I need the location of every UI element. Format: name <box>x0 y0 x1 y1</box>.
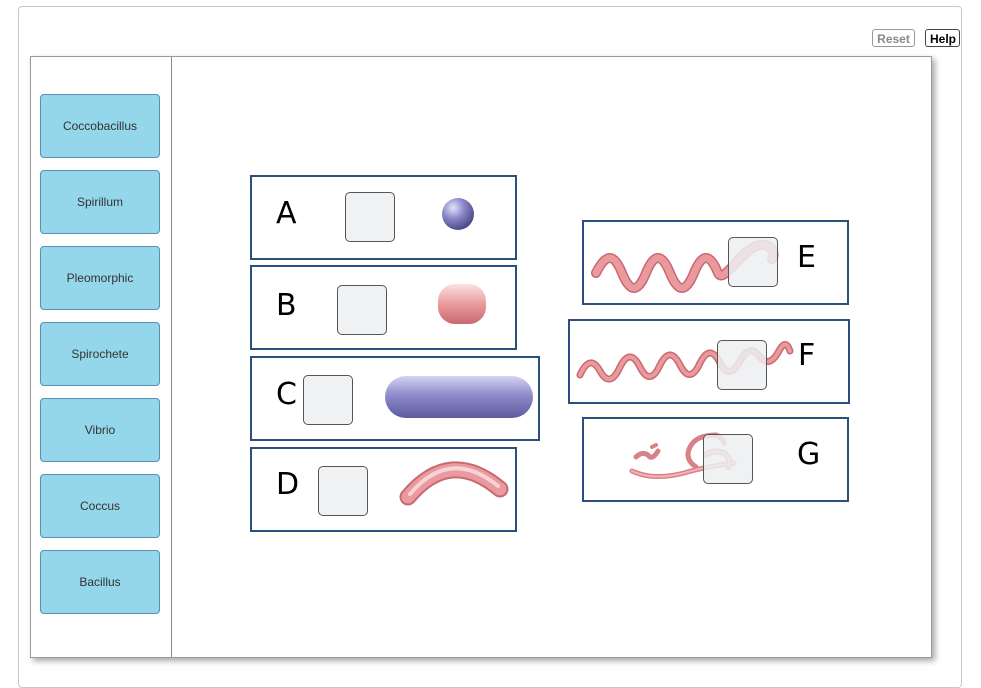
term-coccobacillus[interactable]: Coccobacillus <box>40 94 160 158</box>
labeling-stage: Coccobacillus Spirillum Pleomorphic Spir… <box>30 56 932 658</box>
help-button[interactable]: Help <box>925 29 960 47</box>
target-card-d: D <box>250 447 517 532</box>
term-pleomorphic[interactable]: Pleomorphic <box>40 246 160 310</box>
term-bacillus[interactable]: Bacillus <box>40 550 160 614</box>
drop-zone-d[interactable] <box>318 466 368 516</box>
term-bank: Coccobacillus Spirillum Pleomorphic Spir… <box>31 57 172 657</box>
bacillus-icon <box>385 376 533 418</box>
card-letter: F <box>798 338 816 373</box>
drop-zone-a[interactable] <box>345 192 395 242</box>
drop-zone-e[interactable] <box>728 237 778 287</box>
term-spirochete[interactable]: Spirochete <box>40 322 160 386</box>
card-letter: G <box>797 437 821 472</box>
card-letter: C <box>276 377 297 412</box>
card-letter: D <box>276 467 300 502</box>
coccobacillus-icon <box>438 284 486 324</box>
term-vibrio[interactable]: Vibrio <box>40 398 160 462</box>
target-card-b: B <box>250 265 517 350</box>
term-spirillum[interactable]: Spirillum <box>40 170 160 234</box>
target-card-f: F <box>568 319 850 404</box>
target-card-g: G <box>582 417 849 502</box>
target-card-a: A <box>250 175 517 260</box>
drop-zone-c[interactable] <box>303 375 353 425</box>
vibrio-icon <box>399 461 509 506</box>
term-coccus[interactable]: Coccus <box>40 474 160 538</box>
card-letter: A <box>276 196 297 231</box>
drop-zone-f[interactable] <box>717 340 767 390</box>
card-letter: B <box>276 288 297 323</box>
drop-zone-g[interactable] <box>703 434 753 484</box>
reset-button[interactable]: Reset <box>872 29 915 47</box>
target-card-e: E <box>582 220 849 305</box>
card-letter: E <box>797 240 816 275</box>
target-card-c: C <box>250 356 540 441</box>
drop-zone-b[interactable] <box>337 285 387 335</box>
coccus-icon <box>442 198 474 230</box>
